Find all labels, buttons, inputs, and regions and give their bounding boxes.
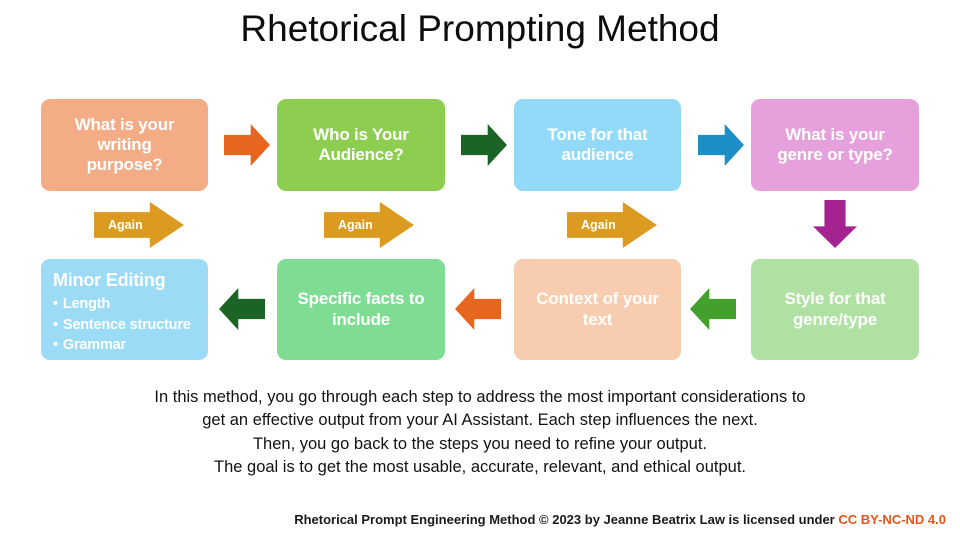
page-title: Rhetorical Prompting Method: [240, 8, 720, 49]
arrow-left-icon-style-to-context: [690, 288, 736, 330]
step-box-tone[interactable]: Tone for that audience: [514, 99, 681, 191]
step-label-line: writing: [97, 134, 152, 154]
step-label-line: Specific facts to: [297, 289, 425, 309]
method-description: In this method, you go through each step…: [0, 386, 960, 480]
step-label-line: Context of your: [536, 289, 659, 309]
bullet-item: Length: [53, 294, 191, 315]
arrow-right-icon-audience-to-tone: [461, 124, 507, 166]
license-link[interactable]: CC BY-NC-ND 4.0: [838, 512, 946, 527]
arrow-left-icon-context-to-facts: [455, 288, 501, 330]
step-label-line: include: [331, 309, 391, 329]
bullet-item: Sentence structure: [53, 315, 191, 336]
minor-editing-bullets: Length Sentence structure Grammar: [53, 294, 191, 356]
description-line: Then, you go back to the steps you need …: [252, 434, 708, 453]
again-label: Again: [581, 218, 616, 232]
arrow-right-icon-tone-to-genre: [698, 124, 744, 166]
again-label: Again: [108, 218, 143, 232]
step-label-line: Tone for that: [547, 124, 648, 144]
minor-editing-heading: Minor Editing: [53, 270, 166, 290]
step-box-minor-editing[interactable]: Minor Editing Length Sentence structure …: [41, 259, 208, 360]
again-arrow-audience[interactable]: Again: [324, 202, 414, 248]
arrow-right-icon-purpose-to-audience: [224, 124, 270, 166]
step-label-line: Audience?: [318, 145, 404, 164]
step-box-specific-facts[interactable]: Specific facts to include: [277, 259, 445, 360]
again-label: Again: [338, 218, 373, 232]
step-box-context[interactable]: Context of your text: [514, 259, 681, 360]
arrow-down-icon-genre-to-style: [813, 200, 857, 248]
step-label-line: What is your: [785, 124, 885, 144]
description-line: The goal is to get the most usable, accu…: [214, 458, 746, 477]
step-label-line: What is your: [74, 114, 175, 134]
step-label-line: audience: [561, 145, 634, 164]
step-box-style[interactable]: Style for that genre/type: [751, 259, 919, 360]
description-line: get an effective output from your AI Ass…: [202, 411, 758, 430]
arrow-left-icon-facts-to-editing: [219, 288, 265, 330]
step-label-line: purpose?: [86, 155, 163, 175]
step-box-genre[interactable]: What is your genre or type?: [751, 99, 919, 191]
step-label-line: Who is Your: [313, 124, 409, 144]
step-label-line: genre or type?: [777, 145, 893, 164]
again-arrow-tone[interactable]: Again: [567, 202, 657, 248]
description-line: In this method, you go through each step…: [154, 388, 806, 406]
license-text: Rhetorical Prompt Engineering Method © 2…: [294, 512, 835, 527]
bullet-item: Grammar: [53, 335, 191, 356]
step-box-writing-purpose[interactable]: What is your writing purpose?: [41, 99, 208, 191]
step-label-line: Style for that: [784, 289, 886, 309]
step-label-line: text: [582, 309, 613, 329]
step-box-audience[interactable]: Who is Your Audience?: [277, 99, 445, 191]
step-label-line: genre/type: [793, 309, 877, 329]
again-arrow-purpose[interactable]: Again: [94, 202, 184, 248]
license-footer: Rhetorical Prompt Engineering Method © 2…: [0, 512, 960, 527]
